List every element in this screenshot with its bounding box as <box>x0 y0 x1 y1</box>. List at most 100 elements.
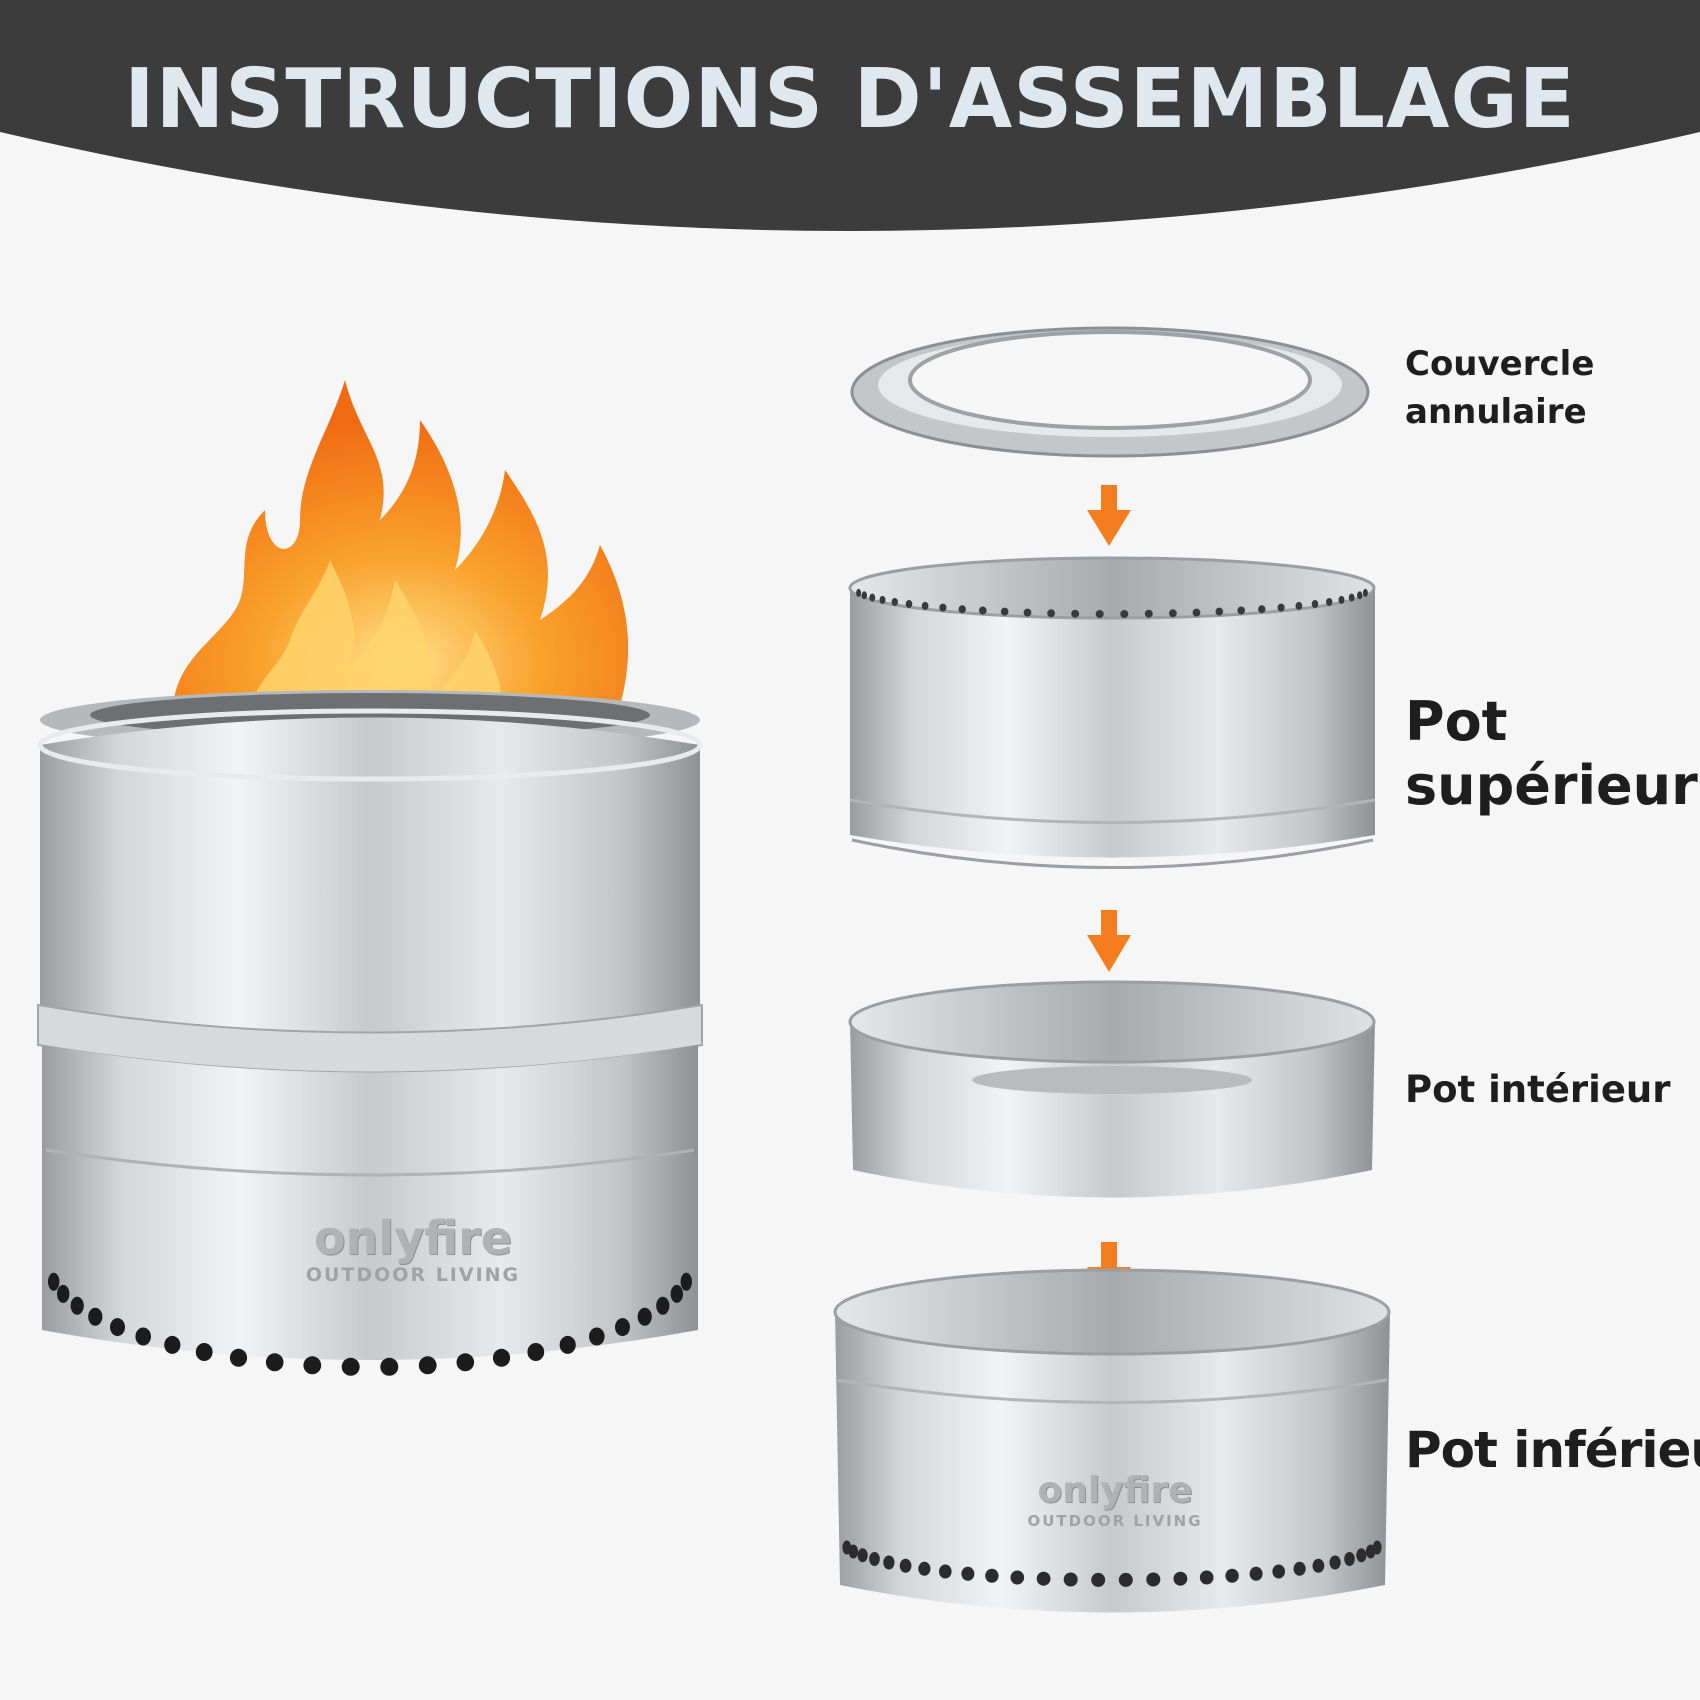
label-upper-pot-line2: supérieur <box>1405 754 1698 817</box>
air-hole <box>670 1284 683 1303</box>
air-hole <box>861 591 867 600</box>
air-hole <box>1000 607 1009 616</box>
air-holes <box>842 1540 1382 1587</box>
header-banner <box>0 0 1700 231</box>
air-hole <box>857 1548 868 1563</box>
brand-tagline: OUTDOOR LIVING <box>1027 1512 1203 1530</box>
air-hole <box>48 1272 60 1291</box>
air-hole <box>559 1335 576 1354</box>
label-upper-pot-line1: Pot <box>1405 690 1508 753</box>
air-hole <box>637 1307 652 1326</box>
air-hole <box>1356 1548 1367 1563</box>
air-hole <box>88 1307 103 1326</box>
label-lower-pot: Pot inférieur <box>1405 1421 1700 1479</box>
air-hole <box>1192 608 1201 617</box>
air-hole <box>492 1348 511 1367</box>
air-hole <box>1348 593 1355 602</box>
air-hole <box>164 1335 181 1354</box>
air-hole <box>1312 1558 1325 1573</box>
air-hole <box>869 1552 880 1566</box>
assembled-fire-pit <box>37 380 703 1376</box>
down-arrow-icon <box>1087 485 1131 546</box>
air-holes <box>856 588 1368 618</box>
air-hole <box>1311 600 1319 608</box>
page-title: INSTRUCTIONS D'ASSEMBLAGE <box>124 52 1576 147</box>
air-hole <box>921 601 929 610</box>
air-hole <box>1249 1566 1263 1581</box>
air-hole <box>195 1343 213 1361</box>
air-hole <box>1293 1561 1306 1576</box>
air-hole <box>848 1544 859 1559</box>
air-hole <box>680 1272 692 1291</box>
air-hole <box>1063 1572 1078 1587</box>
air-hole <box>961 1566 975 1581</box>
air-holes <box>48 1272 692 1376</box>
brand-tagline: OUTDOOR LIVING <box>305 1264 521 1286</box>
air-hole <box>1295 601 1303 610</box>
air-hole <box>1272 1564 1285 1579</box>
air-hole <box>1344 1552 1355 1566</box>
label-ring-lid-line1: Couvercle <box>1405 344 1595 384</box>
flame-icon <box>172 380 629 735</box>
air-hole <box>1277 603 1285 612</box>
air-hole <box>1091 1572 1106 1587</box>
air-hole <box>1173 1571 1188 1586</box>
air-hole <box>899 1558 912 1573</box>
air-hole <box>1023 608 1032 617</box>
air-hole <box>1036 1571 1051 1586</box>
air-hole <box>905 600 913 608</box>
air-hole <box>1199 1570 1214 1585</box>
air-hole <box>1215 607 1224 616</box>
air-hole <box>1169 609 1177 618</box>
air-hole <box>918 1561 931 1576</box>
ring-lid <box>850 326 1370 458</box>
brand-name: onlyfire <box>1037 1470 1193 1511</box>
air-hole <box>57 1284 70 1303</box>
air-hole <box>70 1296 84 1315</box>
air-hole <box>656 1296 670 1315</box>
air-hole <box>939 603 947 612</box>
air-hole <box>1118 1572 1133 1587</box>
air-hole <box>527 1343 545 1361</box>
inner-pot <box>848 980 1376 1198</box>
air-hole <box>110 1318 125 1337</box>
air-hole <box>879 595 886 604</box>
air-hole <box>418 1356 437 1375</box>
air-hole <box>891 598 898 606</box>
air-hole <box>1095 610 1104 618</box>
air-hole <box>1237 606 1245 615</box>
air-hole <box>380 1357 399 1376</box>
down-arrow-icon <box>1087 910 1131 972</box>
air-hole <box>939 1564 952 1579</box>
air-hole <box>265 1353 284 1372</box>
brand-logo: onlyfire OUTDOOR LIVING <box>288 1212 538 1286</box>
air-hole <box>1146 1572 1161 1587</box>
upper-pot <box>848 556 1376 869</box>
air-hole <box>1010 1570 1025 1585</box>
brand-name: onlyfire <box>313 1211 513 1265</box>
air-hole <box>615 1318 630 1337</box>
air-hole <box>1071 609 1080 618</box>
air-hole <box>979 606 987 615</box>
air-hole <box>985 1568 999 1583</box>
label-upper-pot: Pot supérieur <box>1405 690 1698 818</box>
air-hole <box>1372 1540 1382 1555</box>
air-hole <box>229 1348 248 1367</box>
air-hole <box>1258 605 1266 614</box>
air-hole <box>1338 595 1345 604</box>
lower-pot <box>833 1268 1391 1613</box>
air-hole <box>135 1327 151 1346</box>
air-hole <box>1326 598 1333 606</box>
air-hole <box>341 1357 360 1376</box>
air-hole <box>1329 1555 1341 1570</box>
air-hole <box>589 1327 605 1346</box>
brand-logo: onlyfire OUTDOOR LIVING <box>1020 1470 1210 1530</box>
air-hole <box>1120 610 1129 618</box>
air-hole <box>958 605 966 614</box>
air-hole <box>303 1356 322 1375</box>
air-hole <box>456 1353 475 1372</box>
air-hole <box>1357 591 1363 600</box>
air-hole <box>1047 609 1055 618</box>
